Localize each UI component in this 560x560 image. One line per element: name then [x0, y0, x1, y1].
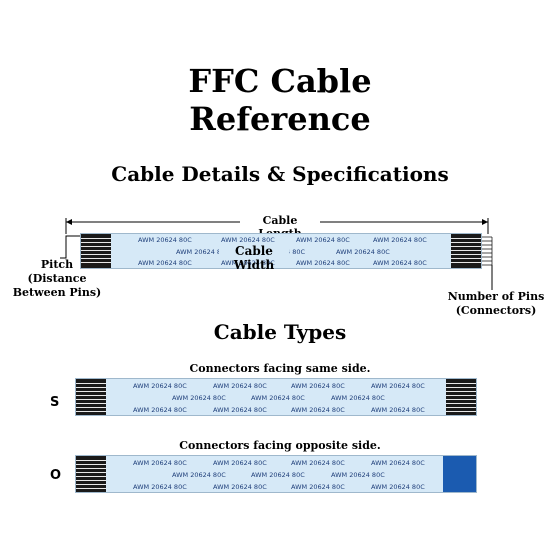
print-text: AWM 20624 80C — [133, 382, 187, 390]
section-title-details: Cable Details & Specifications — [111, 162, 449, 186]
ffc-cable-opposite-side: AWM 20624 80C AWM 20624 80C AWM 20624 80… — [75, 455, 477, 493]
pins-label-line-2: (Connectors) — [455, 304, 537, 317]
pitch-label-line-1: Pitch — [40, 258, 74, 271]
print-text: AWM 20624 80C — [371, 483, 425, 491]
pitch-label-line-2: (Distance — [27, 272, 87, 285]
print-text: AWM 20624 80C — [331, 471, 385, 479]
connector-contacts-left — [76, 379, 106, 415]
print-text: AWM 20624 80C — [371, 459, 425, 467]
print-text: AWM 20624 80C — [373, 236, 427, 244]
title-line-1: FFC Cable — [188, 62, 372, 100]
type-o-label: O — [50, 468, 62, 483]
print-text: AWM 20624 80C — [133, 406, 187, 414]
print-text: AWM 20624 8 — [176, 248, 222, 256]
print-text: AWM 20624 80C — [221, 236, 275, 244]
print-text: AWM 20624 80C — [133, 483, 187, 491]
ffc-cable-same-side: AWM 20624 80C AWM 20624 80C AWM 20624 80… — [75, 378, 477, 416]
print-text: AWM 20624 80C — [172, 471, 226, 479]
title-line-2: Reference — [189, 100, 371, 138]
pins-label: Number of Pins (Connectors) — [440, 290, 552, 318]
print-text: AWM 20624 80C — [296, 259, 350, 267]
print-text: AWM 20624 80C — [213, 483, 267, 491]
print-text: AWM 20624 80C — [371, 382, 425, 390]
opposite-side-caption: Connectors facing opposite side. — [179, 439, 381, 452]
print-text: AWM 20624 80C — [371, 406, 425, 414]
connector-contacts-right — [451, 234, 481, 268]
type-s-label: S — [50, 395, 60, 410]
ffc-cable-specs: AWM 20624 80C AWM 20624 80C AWM 20624 80… — [80, 233, 482, 272]
pins-label-line-1: Number of Pins — [447, 290, 545, 303]
print-text: AWM 20624 80C — [291, 459, 345, 467]
connector-contacts-right — [446, 379, 476, 415]
print-text: AWM 20624 80C — [138, 236, 192, 244]
cable-length-arrow-right — [482, 219, 488, 225]
print-text: AWM 20624 80C — [291, 483, 345, 491]
print-text: AWM 20624 80C — [291, 406, 345, 414]
print-text: AWM 20624 80C — [172, 394, 226, 402]
print-text: AWM 20624 80C — [138, 259, 192, 267]
stiffener-backside — [443, 456, 476, 492]
print-text: AWM 20624 80C — [336, 248, 390, 256]
print-text: AWM 20624 80C — [213, 382, 267, 390]
print-text: AWM 20624 80C — [291, 382, 345, 390]
pitch-label: Pitch (Distance Between Pins) — [12, 258, 102, 300]
print-text: AWM 20624 80C — [296, 236, 350, 244]
cable-width-label: Cable Width — [219, 244, 289, 272]
section-title-types: Cable Types — [213, 320, 347, 344]
pitch-leader — [60, 235, 80, 259]
print-text: 4 80C — [286, 248, 306, 256]
print-text: AWM 20624 80C — [251, 471, 305, 479]
print-text: AWM 20624 80C — [331, 394, 385, 402]
connector-contacts-left — [76, 456, 106, 492]
print-text: AWM 20624 80C — [221, 259, 275, 267]
print-text: AWM 20624 80C — [251, 394, 305, 402]
pitch-label-line-3: Between Pins) — [12, 286, 102, 299]
print-text: AWM 20624 80C — [213, 406, 267, 414]
print-text: AWM 20624 80C — [213, 459, 267, 467]
connector-contacts-left — [81, 234, 111, 268]
print-text: AWM 20624 80C — [133, 459, 187, 467]
cable-length-arrow-left — [66, 219, 72, 225]
print-text: AWM 20624 80C — [373, 259, 427, 267]
same-side-caption: Connectors facing same side. — [189, 362, 371, 375]
